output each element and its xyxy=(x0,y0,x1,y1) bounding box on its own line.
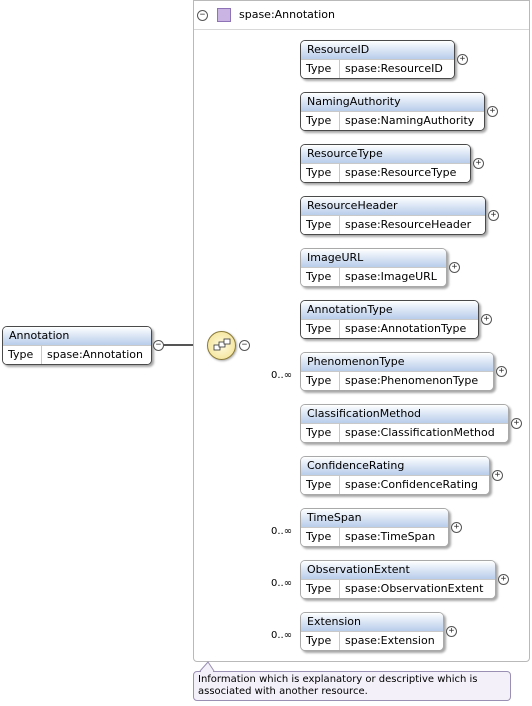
element-type-value: spase:ObservationExtent xyxy=(345,582,484,595)
cardinality-label: 0..∞ xyxy=(271,630,293,641)
element-type-value: spase:ResourceHeader xyxy=(345,218,472,231)
element-type-label: Type xyxy=(301,580,340,598)
root-element-node[interactable]: Annotation Type spase:Annotation xyxy=(2,326,152,365)
element-name: ResourceHeader xyxy=(301,197,485,215)
element-type-value: spase:TimeSpan xyxy=(345,530,436,543)
panel-header: − spase:Annotation xyxy=(194,1,529,29)
element-type-row: Type spase:AnnotationType xyxy=(301,319,478,338)
expand-icon[interactable]: + xyxy=(498,574,509,585)
element-type-label: Type xyxy=(301,164,340,182)
element-name: ClassificationMethod xyxy=(301,405,508,423)
element-name: ConfidenceRating xyxy=(301,457,489,475)
element-type-row: Type spase:ObservationExtent xyxy=(301,579,495,598)
element-name: ImageURL xyxy=(301,249,446,267)
element-name: NamingAuthority xyxy=(301,93,484,111)
collapse-panel-icon[interactable]: − xyxy=(197,10,208,21)
element-name: AnnotationType xyxy=(301,301,478,319)
documentation-annotation: Information which is explanatory or desc… xyxy=(193,671,511,701)
element-type-value: spase:ClassificationMethod xyxy=(345,426,495,439)
root-type-label: Type xyxy=(3,346,42,364)
expand-icon[interactable]: + xyxy=(496,366,507,377)
expand-icon[interactable]: + xyxy=(511,418,522,429)
expand-icon[interactable]: + xyxy=(473,158,484,169)
element-type-row: Type spase:ConfidenceRating xyxy=(301,475,489,494)
element-type-row: Type spase:Extension xyxy=(301,631,443,650)
element-type-value: spase:NamingAuthority xyxy=(345,114,475,127)
sequence-compositor-icon xyxy=(207,331,236,360)
expand-icon[interactable]: + xyxy=(481,314,492,325)
expand-icon[interactable]: + xyxy=(449,262,460,273)
element-type-row: Type spase:ResourceID xyxy=(301,59,454,78)
element-type-label: Type xyxy=(301,528,340,546)
element-type-value: spase:AnnotationType xyxy=(345,322,467,335)
element-name: ObservationExtent xyxy=(301,561,495,579)
expand-icon[interactable]: + xyxy=(446,626,457,637)
element-name: PhenomenonType xyxy=(301,353,493,371)
element-type-row: Type spase:ResourceHeader xyxy=(301,215,485,234)
cardinality-label: 0..∞ xyxy=(271,526,293,537)
element-type-value: spase:ImageURL xyxy=(345,270,437,283)
element-name: Extension xyxy=(301,613,443,631)
element-type-value: spase:PhenomenonType xyxy=(345,374,479,387)
root-element-name: Annotation xyxy=(3,327,151,345)
element-type-row: Type spase:TimeSpan xyxy=(301,527,448,546)
root-type-row: Type spase:Annotation xyxy=(3,345,151,364)
element-type-label: Type xyxy=(301,216,340,234)
panel-divider xyxy=(194,29,529,30)
element-type-label: Type xyxy=(301,60,340,78)
expand-icon[interactable]: + xyxy=(492,470,503,481)
element-type-row: Type spase:ClassificationMethod xyxy=(301,423,508,442)
element-type-row: Type spase:PhenomenonType xyxy=(301,371,493,390)
element-type-value: spase:ConfidenceRating xyxy=(345,478,478,491)
element-name: ResourceType xyxy=(301,145,470,163)
element-type-label: Type xyxy=(301,320,340,338)
expand-icon[interactable]: + xyxy=(451,522,462,533)
element-type-row: Type spase:ImageURL xyxy=(301,267,446,286)
documentation-text: Information which is explanatory or desc… xyxy=(198,674,478,697)
element-type-value: spase:ResourceType xyxy=(345,166,457,179)
element-type-row: Type spase:NamingAuthority xyxy=(301,111,484,130)
cardinality-label: 0..∞ xyxy=(271,578,293,589)
element-name: ResourceID xyxy=(301,41,454,59)
element-type-label: Type xyxy=(301,424,340,442)
element-type-label: Type xyxy=(301,476,340,494)
element-type-label: Type xyxy=(301,112,340,130)
expand-icon[interactable]: + xyxy=(487,106,498,117)
sequence-collapse-icon[interactable]: − xyxy=(239,340,250,351)
panel-title: spase:Annotation xyxy=(239,8,335,21)
element-type-value: spase:Extension xyxy=(345,634,435,647)
expand-icon[interactable]: + xyxy=(457,54,468,65)
element-type-label: Type xyxy=(301,372,340,390)
element-type-label: Type xyxy=(301,632,340,650)
element-type-label: Type xyxy=(301,268,340,286)
complex-type-icon xyxy=(217,8,231,22)
root-collapse-icon[interactable]: − xyxy=(153,340,164,351)
root-type-value: spase:Annotation xyxy=(47,348,143,361)
element-type-row: Type spase:ResourceType xyxy=(301,163,470,182)
element-name: TimeSpan xyxy=(301,509,448,527)
cardinality-label: 0..∞ xyxy=(271,370,293,381)
expand-icon[interactable]: + xyxy=(488,210,499,221)
element-type-value: spase:ResourceID xyxy=(345,62,443,75)
